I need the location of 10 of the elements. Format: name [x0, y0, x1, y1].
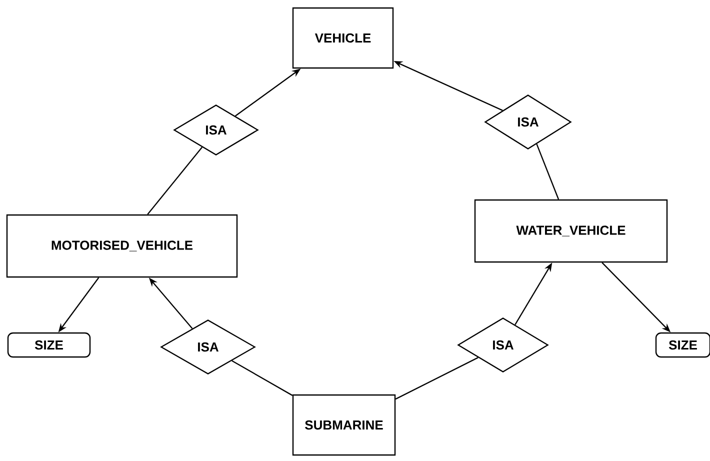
connector-line	[536, 144, 560, 200]
entity-box: VEHICLE	[292, 7, 394, 69]
entity-box: WATER_VEHICLE	[474, 199, 668, 263]
connector-line	[395, 357, 478, 400]
attribute-box: SIZE	[655, 332, 710, 358]
entity-box: SUBMARINE	[292, 394, 396, 456]
attribute-box: SIZE	[7, 332, 91, 358]
connector-line	[147, 146, 203, 215]
entity-box: MOTORISED_VEHICLE	[6, 214, 238, 278]
connector-line	[232, 360, 293, 396]
